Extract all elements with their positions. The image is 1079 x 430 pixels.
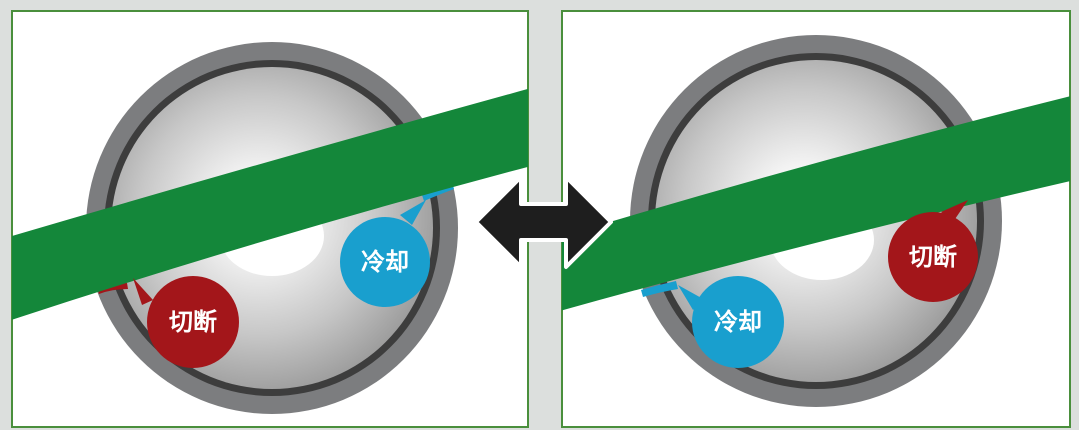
right-cut-badge: 切断 — [888, 200, 978, 302]
left-cut-badge: 切断 — [133, 276, 239, 368]
left-belt — [12, 88, 528, 320]
left-cool-label: 冷却 — [361, 248, 409, 276]
right-cool-edge-marker — [641, 281, 678, 297]
left-panel: 切断 冷却 — [11, 10, 529, 428]
right-belt — [562, 96, 1070, 311]
left-cut-label: 切断 — [169, 308, 217, 336]
right-cool-label: 冷却 — [714, 308, 762, 336]
double-headed-arrow-icon — [474, 175, 613, 269]
right-cut-label: 切断 — [909, 243, 957, 271]
right-cool-badge: 冷却 — [678, 276, 784, 368]
left-cool-badge: 冷却 — [340, 200, 430, 307]
right-panel: 冷却 切断 — [561, 10, 1071, 428]
